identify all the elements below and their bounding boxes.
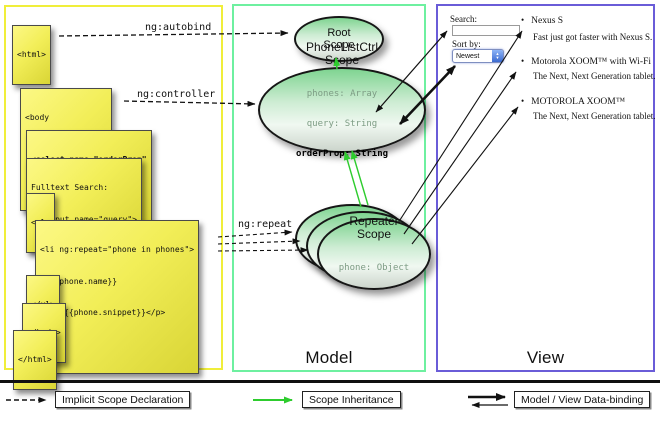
repeater-scope-ellipse: Repeater Scope phone: Object bbox=[317, 214, 431, 290]
legend-double-arrow-icon bbox=[468, 393, 508, 408]
phone-title-text: MOTOROLA XOOM™ bbox=[531, 97, 626, 107]
sort-by-label: Sort by: bbox=[452, 39, 481, 49]
phone-item-title: • Motorola XOOM™ with Wi-Fi bbox=[521, 56, 651, 67]
phone-item-desc: The Next, Next Generation tablet. bbox=[533, 71, 656, 81]
controller-label: ng:controller bbox=[137, 89, 216, 100]
dropdown-stepper-icon: ▲▼ bbox=[492, 50, 503, 62]
code-line: <body bbox=[25, 113, 50, 122]
phonelistctrl-scope-title: Scope bbox=[324, 53, 359, 67]
sort-dropdown-value: Newest bbox=[456, 52, 480, 60]
scope-prop-phone: phone: Object bbox=[338, 263, 410, 273]
root-scope-title: Root bbox=[327, 27, 351, 39]
view-column-title: View bbox=[526, 348, 565, 367]
code-line: </html> bbox=[18, 355, 52, 364]
legend-data-binding-box: Model / View Data-binding bbox=[514, 391, 651, 408]
phone-item-desc: The Next, Next Generation tablet. bbox=[533, 111, 656, 121]
scope-prop-query: query: String bbox=[306, 119, 378, 129]
autobind-label: ng:autobind bbox=[145, 22, 212, 33]
search-input[interactable] bbox=[452, 25, 520, 36]
legend-implicit-scope-box: Implicit Scope Declaration bbox=[55, 391, 191, 408]
repeat-label: ng:repeat bbox=[238, 219, 293, 230]
code-line: <p>{{phone.snippet}}</p> bbox=[40, 308, 166, 317]
bullet-icon: • bbox=[521, 15, 525, 25]
phone-item-desc: Fast just got faster with Nexus S. bbox=[533, 32, 653, 42]
phone-title-text: Nexus S bbox=[531, 16, 564, 26]
phone-item-title: • MOTOROLA XOOM™ bbox=[521, 96, 625, 107]
code-line: <li ng:repeat="phone in phones"> bbox=[40, 245, 195, 254]
code-line: <html> bbox=[17, 50, 46, 59]
root-scope-title: Scope bbox=[323, 39, 355, 51]
sort-dropdown[interactable]: Newest ▲▼ bbox=[452, 49, 504, 63]
bullet-icon: • bbox=[521, 56, 525, 66]
phonelistctrl-scope-ellipse: PhoneListCtrl Scope phones: Array query:… bbox=[258, 41, 426, 159]
code-line: Fulltext Search: bbox=[31, 183, 109, 192]
bullet-icon: • bbox=[521, 96, 525, 106]
repeater-scope-title: Repeater bbox=[349, 214, 399, 228]
phone-item-title: • Nexus S bbox=[521, 15, 563, 26]
code-box-html-open: <html> bbox=[12, 25, 51, 85]
legend-divider bbox=[0, 380, 660, 383]
scope-prop-orderprop: orderProp: String bbox=[295, 149, 389, 159]
repeater-scope-title: Scope bbox=[356, 227, 392, 241]
legend-scope-inheritance-box: Scope Inheritance bbox=[302, 391, 401, 408]
phone-title-text: Motorola XOOM™ with Wi-Fi bbox=[531, 57, 652, 67]
code-box-html-close: </html> bbox=[13, 330, 57, 390]
scope-prop-phones: phones: Array bbox=[306, 89, 378, 99]
search-label: Search: bbox=[450, 14, 477, 24]
phonelistctrl-scope-title: PhoneListCtrl bbox=[305, 40, 379, 54]
model-column-title: Model bbox=[305, 348, 353, 367]
code-line: {{phone.name}} bbox=[40, 276, 118, 286]
